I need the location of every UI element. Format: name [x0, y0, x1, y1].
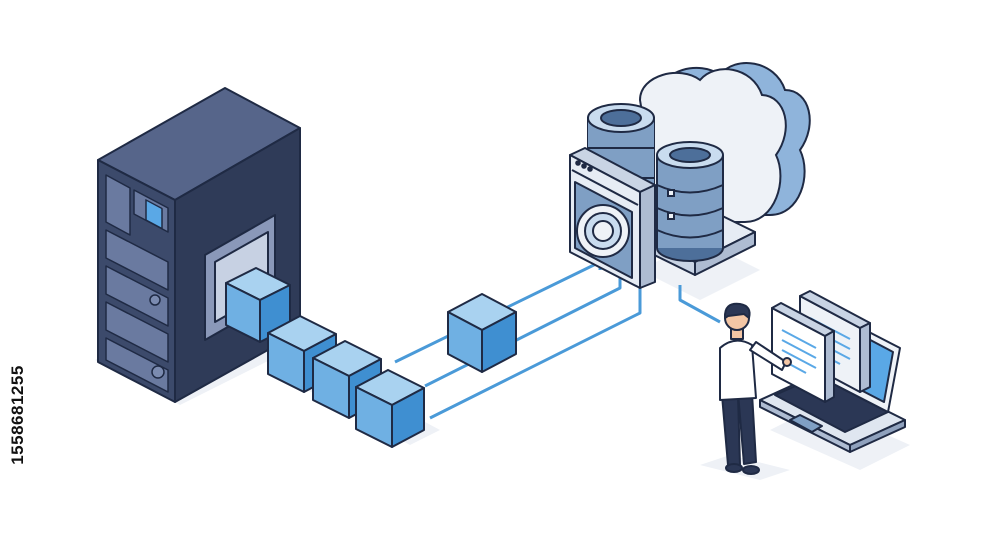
data-cube-icon [447, 293, 517, 373]
data-cubes [225, 267, 517, 448]
person-icon [719, 302, 792, 475]
gear-icon [576, 204, 630, 258]
stock-id-text: 1558681255 [8, 365, 28, 465]
data-cube-icon [225, 267, 291, 343]
stock-image-id: 1558681255 [4, 300, 32, 530]
data-cube-icon [355, 369, 425, 448]
database-icon [656, 141, 724, 262]
settings-window [569, 147, 656, 289]
